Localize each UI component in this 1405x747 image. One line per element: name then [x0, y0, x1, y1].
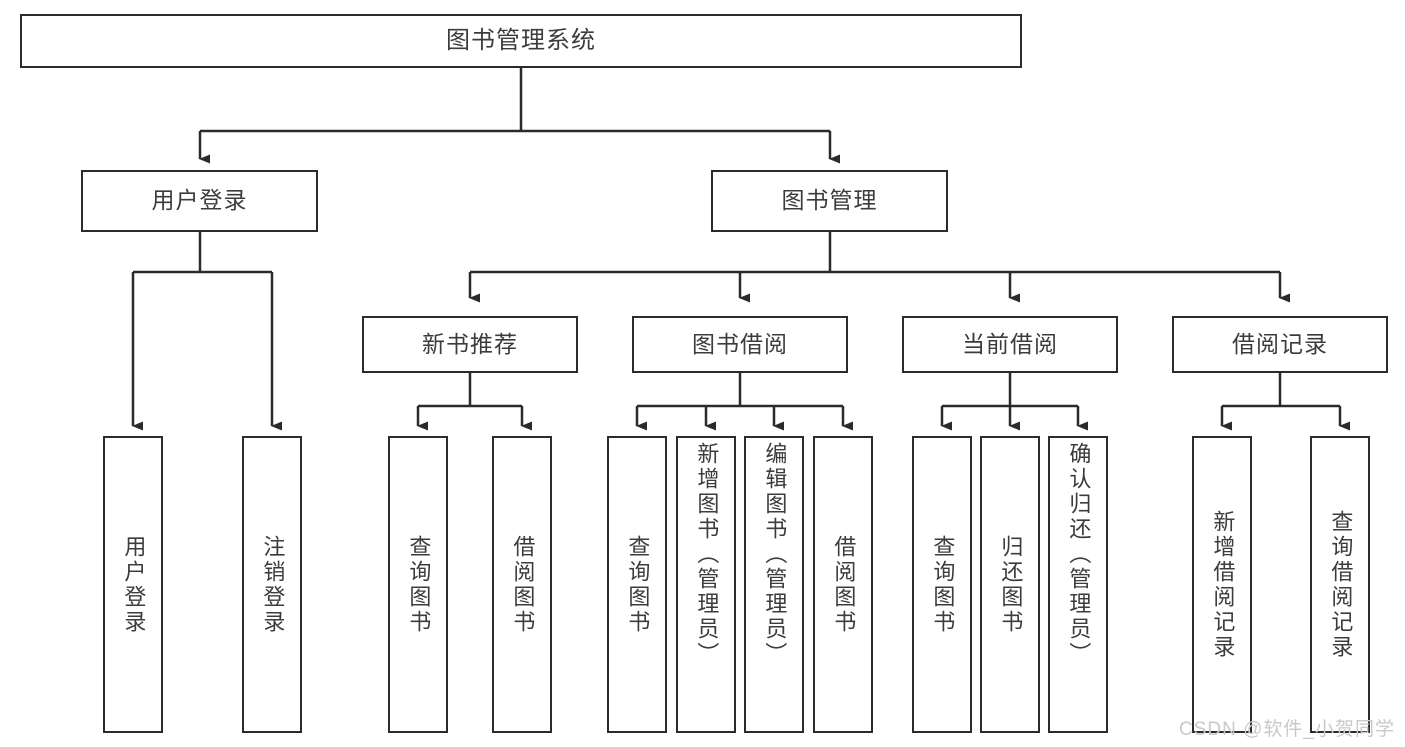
- watermark-text: CSDN @软件_小贺同学: [1179, 719, 1395, 740]
- node-leaf-user-login[interactable]: 用户登录: [103, 436, 163, 733]
- node-label: 确认归还（管理员）: [1066, 442, 1092, 667]
- node-label: 图书管理: [781, 187, 878, 214]
- node-label: 用户登录: [151, 187, 248, 214]
- node-label: 借阅图书: [510, 534, 536, 635]
- node-leaf-return-book[interactable]: 归还图书: [980, 436, 1040, 733]
- node-new-book-recommend[interactable]: 新书推荐: [362, 316, 578, 373]
- node-leaf-query-book-1[interactable]: 查询图书: [388, 436, 448, 733]
- node-label: 图书管理系统: [446, 26, 596, 54]
- node-label: 当前借阅: [962, 330, 1058, 357]
- node-label: 借阅记录: [1232, 330, 1328, 357]
- node-leaf-query-book-2[interactable]: 查询图书: [607, 436, 667, 733]
- node-label: 注销登录: [260, 534, 286, 635]
- node-leaf-borrow-book-1[interactable]: 借阅图书: [492, 436, 552, 733]
- node-leaf-add-record[interactable]: 新增借阅记录: [1192, 436, 1252, 733]
- node-borrow-record[interactable]: 借阅记录: [1172, 316, 1388, 373]
- node-leaf-query-record[interactable]: 查询借阅记录: [1310, 436, 1370, 733]
- node-leaf-user-logout[interactable]: 注销登录: [242, 436, 302, 733]
- node-user-login[interactable]: 用户登录: [81, 170, 318, 232]
- node-label: 查询图书: [625, 534, 651, 635]
- node-label: 查询图书: [930, 534, 956, 635]
- node-label: 归还图书: [998, 534, 1024, 635]
- node-leaf-confirm-return[interactable]: 确认归还（管理员）: [1048, 436, 1108, 733]
- node-label: 图书借阅: [692, 330, 788, 357]
- node-label: 查询图书: [406, 534, 432, 635]
- node-label: 新书推荐: [422, 330, 518, 357]
- node-label: 查询借阅记录: [1328, 509, 1354, 660]
- node-label: 新增借阅记录: [1210, 509, 1236, 660]
- node-book-borrow[interactable]: 图书借阅: [632, 316, 848, 373]
- node-leaf-borrow-book-2[interactable]: 借阅图书: [813, 436, 873, 733]
- node-leaf-add-book[interactable]: 新增图书（管理员）: [676, 436, 736, 733]
- node-label: 新增图书（管理员）: [694, 442, 720, 667]
- node-label: 用户登录: [121, 534, 147, 635]
- node-book-manage[interactable]: 图书管理: [711, 170, 948, 232]
- node-label: 编辑图书（管理员）: [762, 442, 788, 667]
- node-leaf-query-book-3[interactable]: 查询图书: [912, 436, 972, 733]
- node-current-borrow[interactable]: 当前借阅: [902, 316, 1118, 373]
- node-label: 借阅图书: [831, 534, 857, 635]
- node-leaf-edit-book[interactable]: 编辑图书（管理员）: [744, 436, 804, 733]
- node-root-system[interactable]: 图书管理系统: [20, 14, 1022, 68]
